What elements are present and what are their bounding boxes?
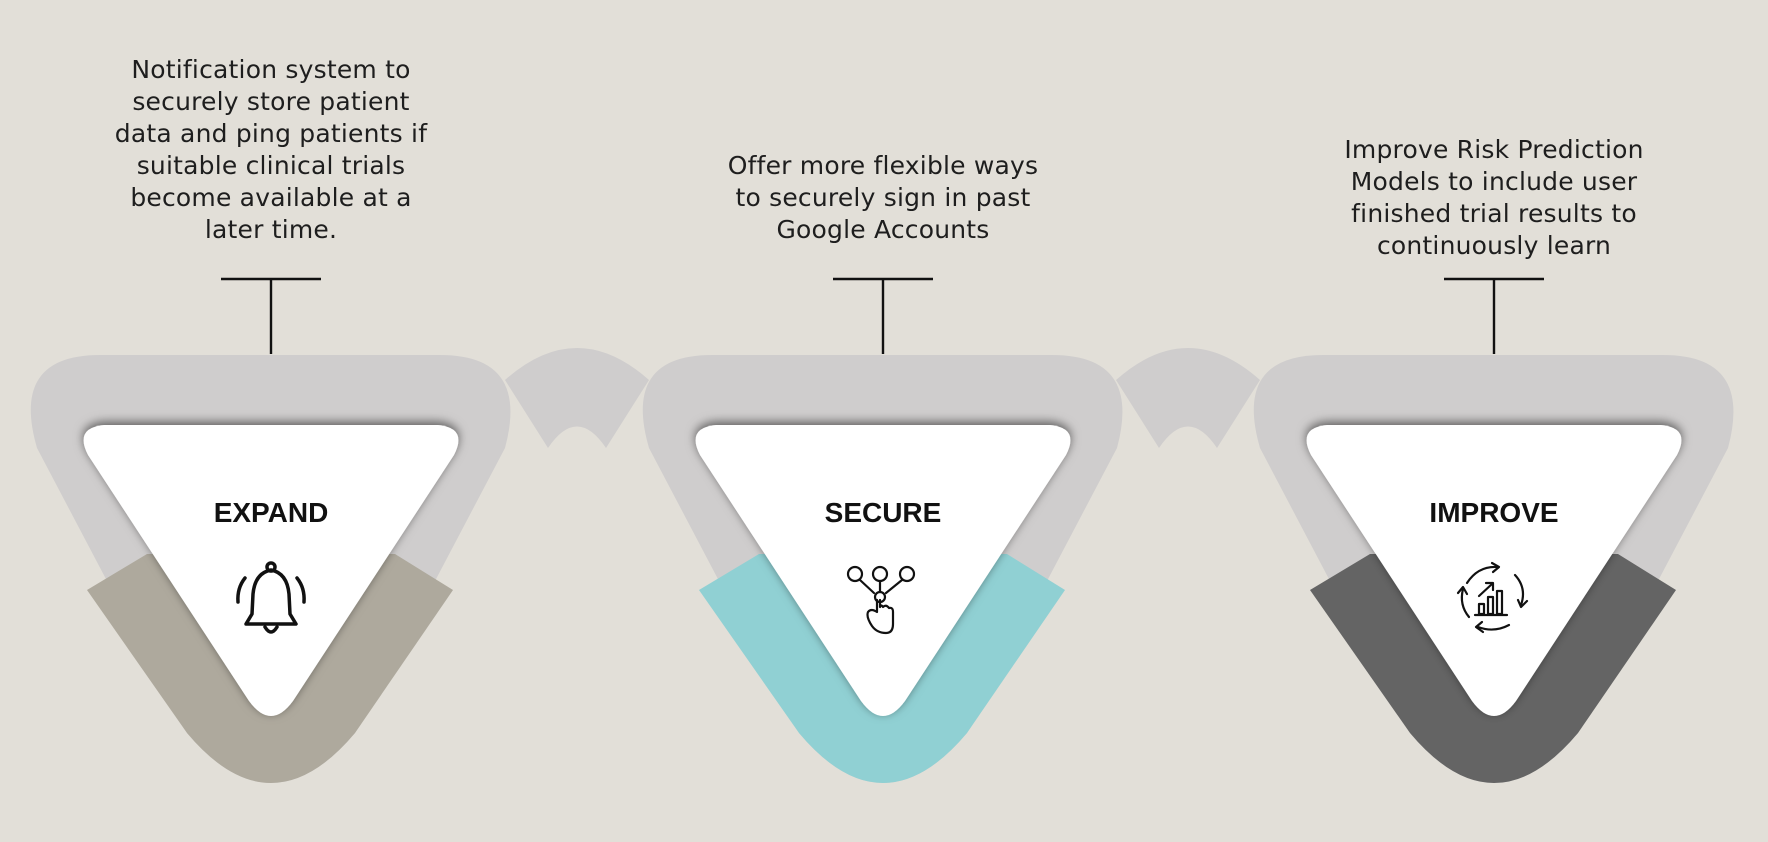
step-improve-title: IMPROVE <box>1429 497 1559 528</box>
connector-2 <box>1116 348 1260 448</box>
step-expand-description: Notification system to securely store pa… <box>114 55 428 244</box>
network-touch-icon <box>846 565 916 635</box>
step-secure-title: SECURE <box>824 497 942 528</box>
step-improve <box>1253 277 1734 783</box>
step-expand <box>30 277 511 783</box>
step-secure-inner <box>695 425 1071 716</box>
step-improve-description: Improve Risk Prediction Models to includ… <box>1344 135 1644 260</box>
growth-cycle-icon <box>1456 561 1529 634</box>
bell-icon <box>236 561 306 634</box>
step-expand-title: EXPAND <box>213 497 329 528</box>
step-secure <box>642 277 1123 783</box>
connector-1 <box>505 348 649 448</box>
step-secure-description: Offer more flexible ways to securely sig… <box>727 151 1039 244</box>
